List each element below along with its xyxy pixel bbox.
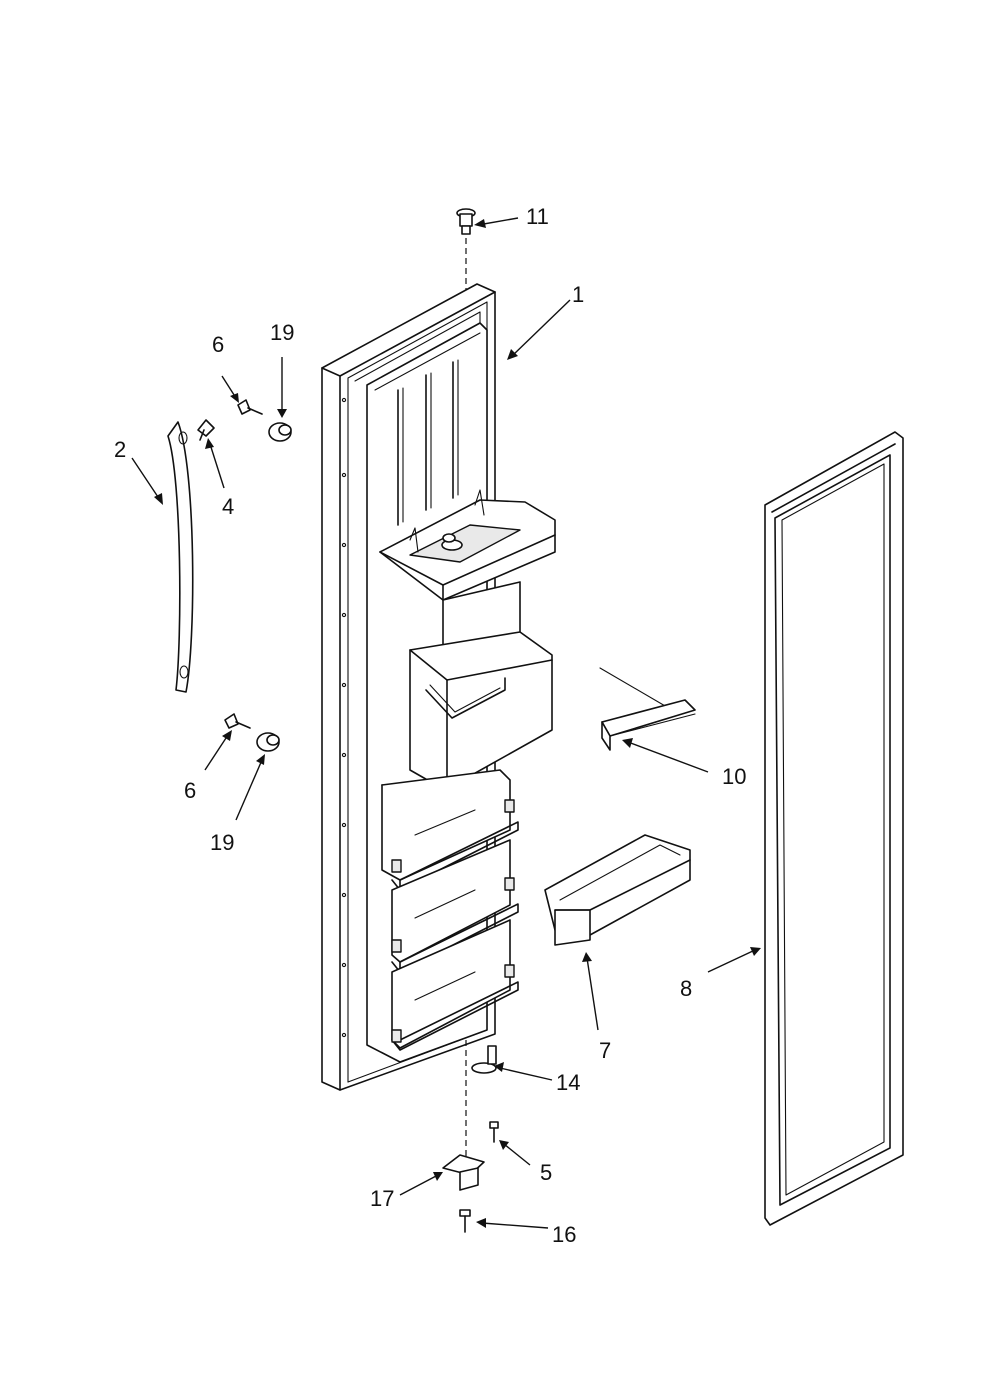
callout-19-bottom: 19 bbox=[210, 830, 234, 855]
callout-6-top: 6 bbox=[212, 332, 224, 357]
callout-16: 16 bbox=[552, 1222, 576, 1247]
hinge-pin-part-14 bbox=[471, 1045, 497, 1074]
callout-17: 17 bbox=[370, 1186, 394, 1211]
plug-part-11 bbox=[456, 208, 476, 290]
callout-19-top: 19 bbox=[270, 320, 294, 345]
callout-8: 8 bbox=[680, 976, 692, 1001]
callout-14: 14 bbox=[556, 1070, 580, 1095]
screw-part-6-top bbox=[237, 399, 263, 415]
rail-part-10 bbox=[599, 667, 696, 751]
callout-4: 4 bbox=[222, 494, 234, 519]
callout-6-bottom: 6 bbox=[184, 778, 196, 803]
callout-labels: 11 1 2 6 19 4 6 19 10 7 8 14 5 17 16 bbox=[114, 204, 746, 1247]
door-panel-part-1 bbox=[321, 283, 556, 1091]
screw-part-4 bbox=[197, 419, 215, 441]
screw-part-5 bbox=[489, 1121, 499, 1143]
spacer-part-19-bottom bbox=[256, 732, 280, 752]
spacer-part-19-top bbox=[268, 422, 292, 442]
callout-11: 11 bbox=[526, 204, 549, 229]
leader-arrows bbox=[131, 217, 761, 1229]
door-bin-part-7 bbox=[544, 834, 691, 946]
handle-part-2 bbox=[167, 421, 194, 693]
screw-part-16 bbox=[459, 1209, 471, 1233]
screw-part-6-bottom bbox=[224, 713, 251, 729]
door-gasket-part-8 bbox=[764, 431, 904, 1226]
hinge-part-17 bbox=[442, 1154, 485, 1191]
callout-7: 7 bbox=[599, 1038, 611, 1063]
callout-10: 10 bbox=[722, 764, 746, 789]
callout-2: 2 bbox=[114, 437, 126, 462]
callout-1: 1 bbox=[572, 282, 584, 307]
callout-5: 5 bbox=[540, 1160, 552, 1185]
